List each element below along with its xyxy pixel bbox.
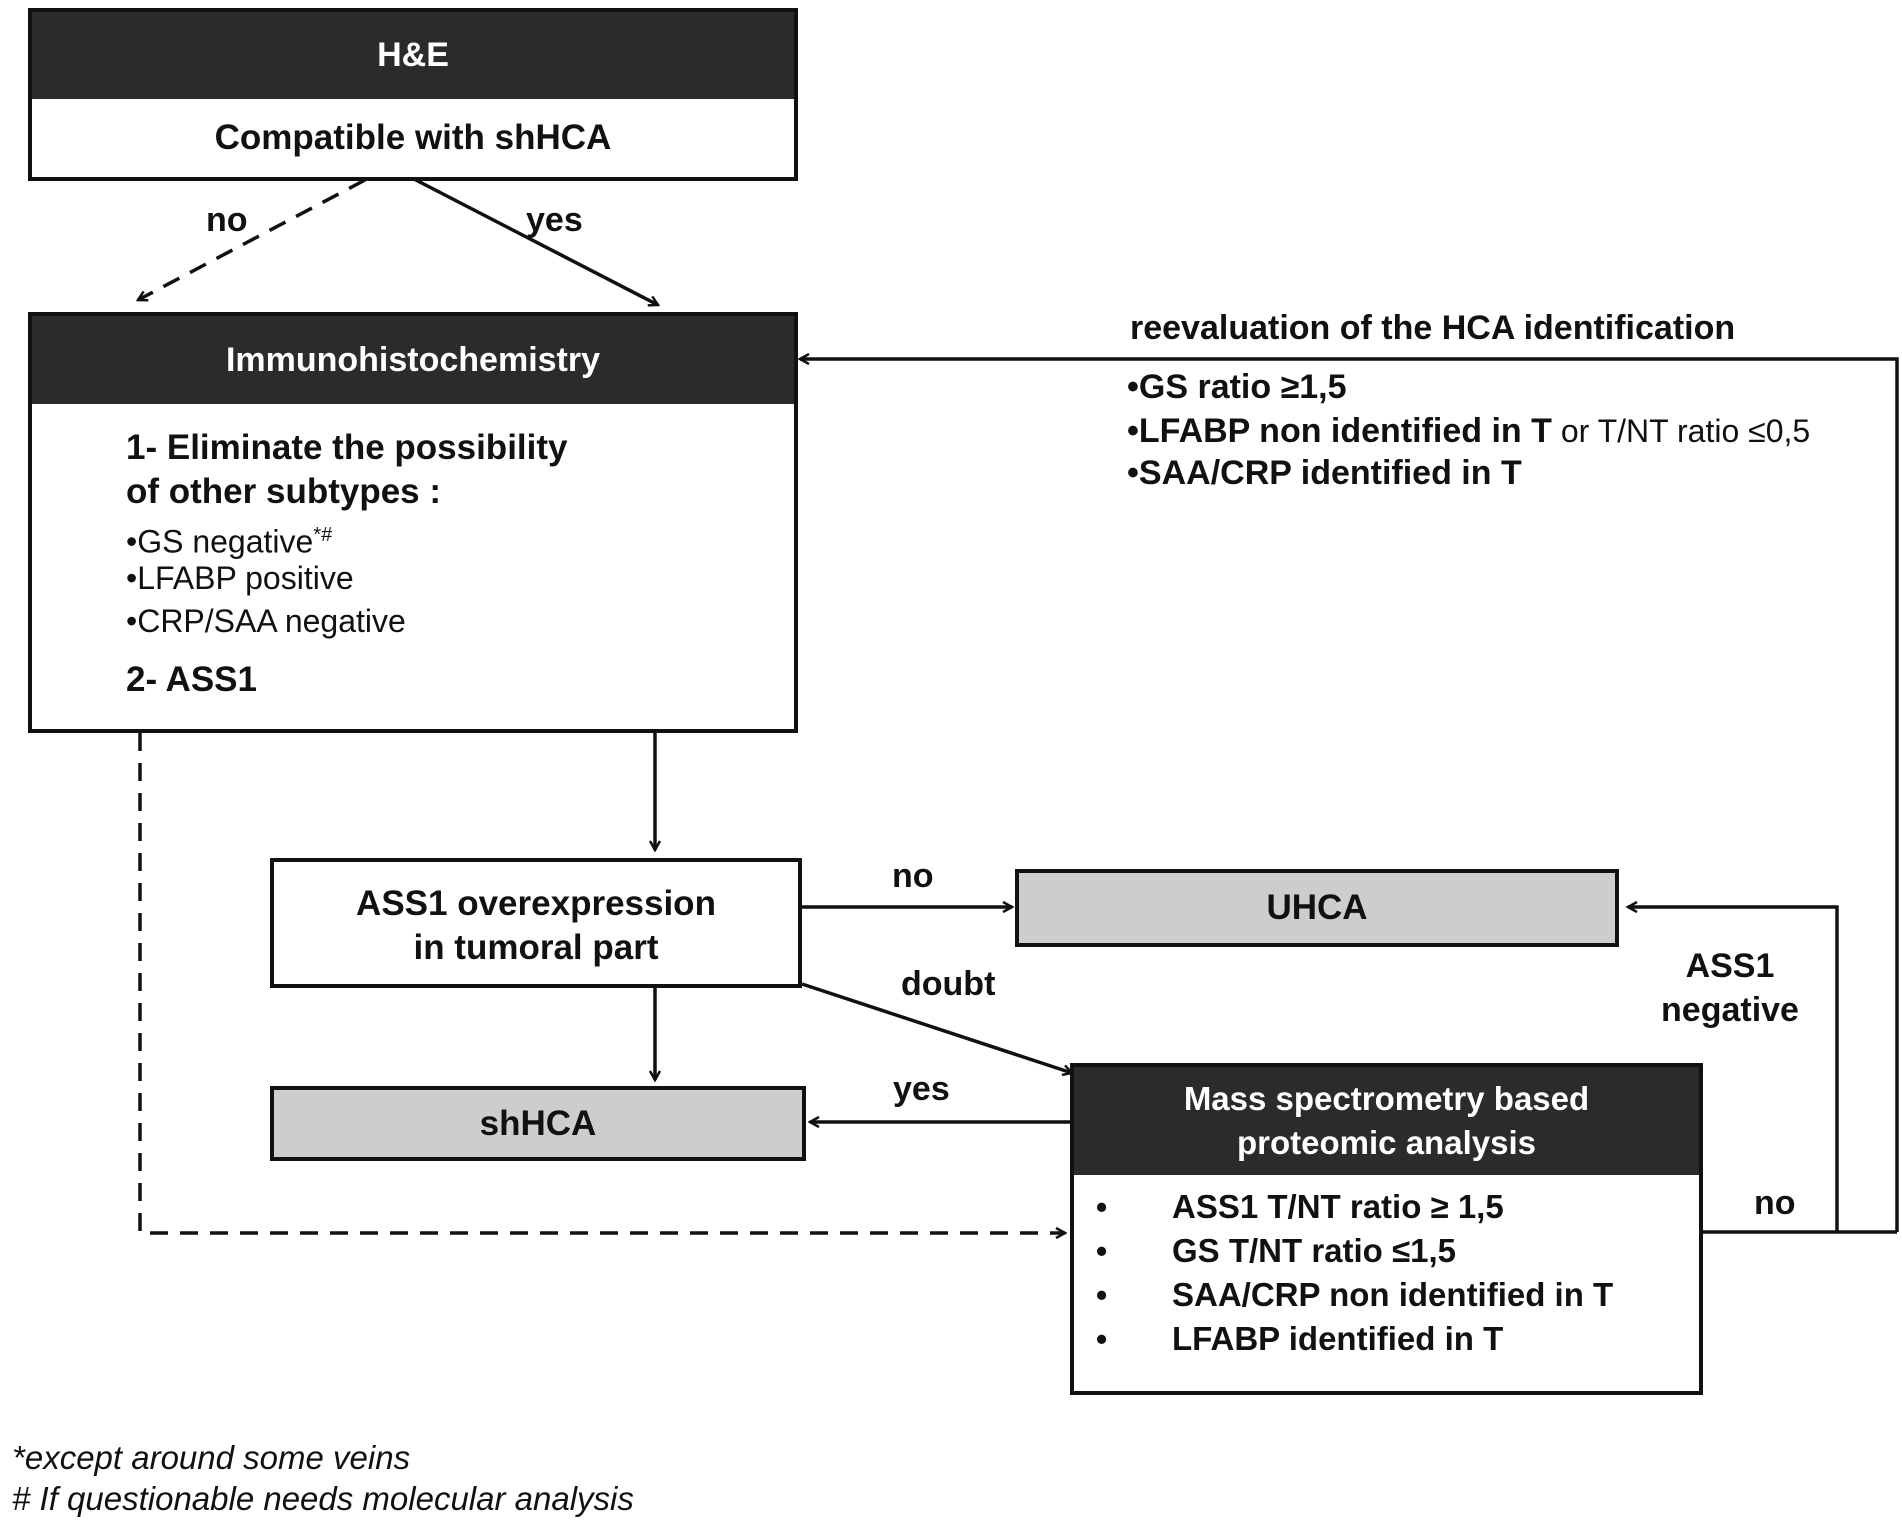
ihc-to-ms-dashed-arrow [138,733,1065,1233]
ms-yes-label: yes [893,1070,950,1108]
reevaluation-lfabp-normal: or T/NT ratio ≤0,5 [1551,413,1811,449]
he-no-label: no [206,201,248,239]
ass1-negative-label: ASS1 negative [1650,946,1810,1030]
ms-bullet-ass1: ASS1 T/NT ratio ≥ 1,5 [1172,1188,1504,1225]
ihc-step1-line2: of other subtypes : [126,472,442,511]
ass1-doubt-arrow [801,982,1072,1073]
ms-bullet-gs: GS T/NT ratio ≤1,5 [1172,1232,1456,1269]
reevaluation-lfabp-bold: •LFABP non identified in T [1127,412,1552,450]
ass1-box-line2: in tumoral part [413,928,659,967]
he-yes-label: yes [526,201,583,239]
he-box-text: Compatible with shHCA [214,118,612,157]
he-box: H&E Compatible with shHCA [28,8,798,181]
ass1-box-line1: ASS1 overexpression [356,884,716,923]
ihc-step2: 2- ASS1 [126,660,257,699]
reevaluation-saa: •SAA/CRP identified in T [1127,454,1522,492]
ms-bullet-1-dot: • [1096,1189,1108,1225]
ms-box-header-line2: proteomic analysis [1237,1124,1536,1161]
uhca-box: UHCA [1015,869,1619,947]
ms-box-header-line1: Mass spectrometry based [1183,1080,1590,1117]
ms-bullet-3-dot: • [1096,1277,1108,1313]
ass1-negative-line2: negative [1661,991,1799,1029]
ihc-bullet-gs-footnote-mark: *# [313,524,333,546]
shhca-box-text: shHCA [479,1104,597,1143]
ms-bullet-saa: SAA/CRP non identified in T [1172,1276,1614,1313]
uhca-box-text: UHCA [1266,888,1368,927]
ass1-no-label: no [892,857,934,895]
ihc-bullet-crp: •CRP/SAA negative [126,603,406,639]
ihc-step1-line1: 1- Eliminate the possibility [126,428,568,467]
reevaluation-gs: •GS ratio ≥1,5 [1127,368,1347,406]
footnote-star: *except around some veins [12,1439,411,1476]
ms-bullet-2-dot: • [1096,1233,1108,1269]
ms-box: Mass spectrometry based proteomic analys… [1070,1063,1703,1395]
reevaluation-lfabp: •LFABP non identified in T or T/NT ratio… [1127,411,1810,451]
ihc-box: Immunohistochemistry 1- Eliminate the po… [28,312,798,733]
ass1-overexpression-box: ASS1 overexpression in tumoral part [270,858,802,988]
ms-bullet-lfabp: LFABP identified in T [1172,1320,1504,1357]
ihc-bullet-gs-text: •GS negative [126,523,314,560]
ass1-negative-line1: ASS1 [1685,947,1775,985]
ass1-negative-arrow [1628,907,1839,1232]
ms-no-label: no [1754,1184,1796,1222]
reevaluation-title: reevaluation of the HCA identification [1130,309,1736,347]
ms-bullet-4-dot: • [1096,1321,1108,1357]
reevaluation-arrow [800,359,1899,1232]
doubt-label: doubt [901,965,996,1003]
he-yes-arrow [411,176,658,305]
ihc-box-header: Immunohistochemistry [32,316,794,404]
ms-box-header: Mass spectrometry based proteomic analys… [1074,1067,1699,1175]
he-box-header: H&E [32,12,794,99]
ihc-bullet-gs: •GS negative*# [126,515,332,562]
ihc-bullet-lfabp: •LFABP positive [126,560,354,596]
footnote-hash: # If questionable needs molecular analys… [12,1480,634,1517]
he-no-arrow [138,178,366,302]
shhca-box: shHCA [270,1086,806,1161]
